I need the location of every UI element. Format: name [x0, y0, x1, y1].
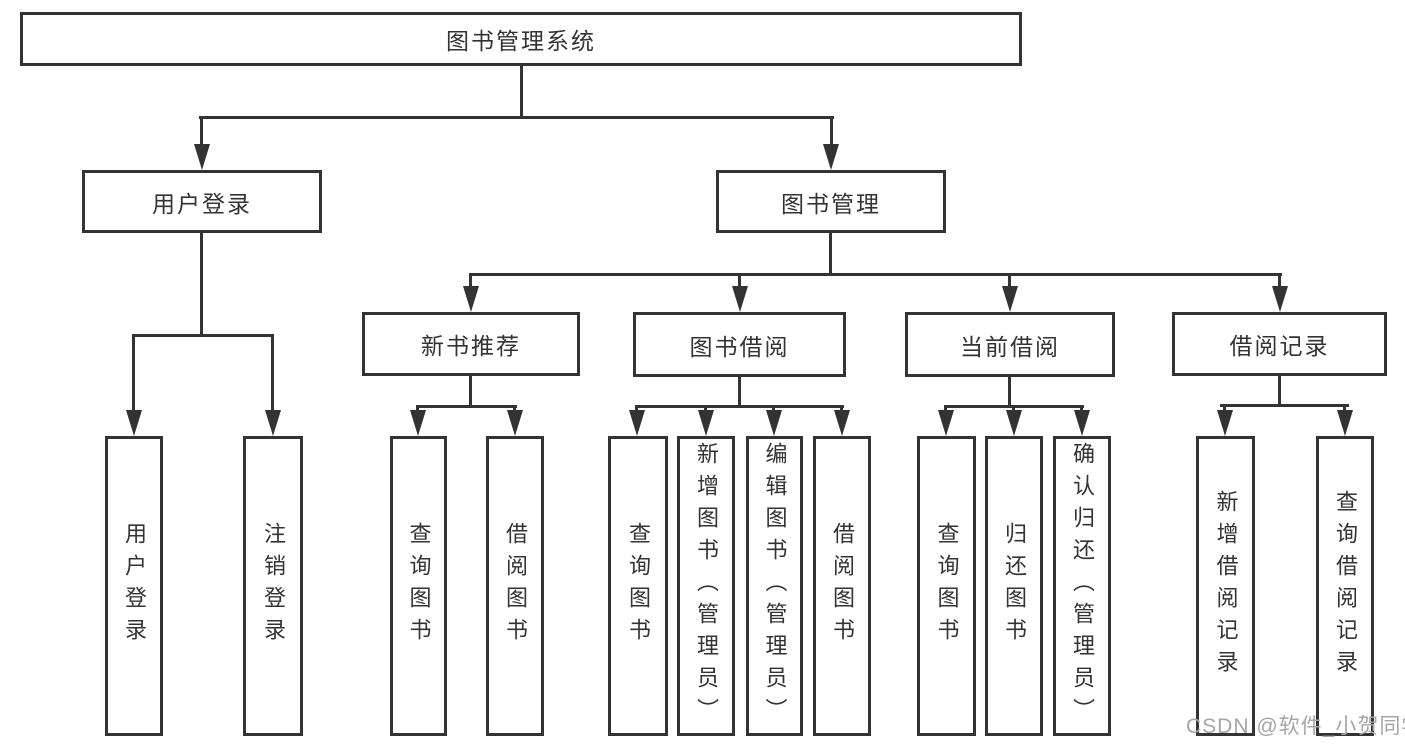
- node-book-borrowing-label: 图书借阅: [689, 333, 790, 360]
- leaf-borrow-books: 借阅图书: [813, 436, 871, 736]
- node-user-login-label: 用户登录: [152, 190, 252, 217]
- leaf-search-books-current: 查询图书: [917, 436, 976, 736]
- arrow-down-icon: [823, 144, 839, 170]
- leaf-edit-books-admin-label: 编辑图书（管理员）: [762, 442, 788, 730]
- connector-borrowing-records-stub: [1278, 376, 1281, 407]
- leaf-confirm-return-admin-label: 确认归还（管理员）: [1070, 442, 1095, 730]
- arrow-down-icon: [938, 410, 954, 436]
- node-current-borrowing-label: 当前借阅: [960, 333, 1060, 360]
- connector-shaft: [704, 405, 707, 412]
- arrow-down-icon: [732, 286, 748, 312]
- connector-shaft: [830, 116, 833, 148]
- node-borrowing-records-label: 借阅记录: [1229, 333, 1330, 359]
- leaf-user-login-label: 用户登录: [122, 522, 147, 650]
- node-book-borrowing: 图书借阅: [633, 312, 846, 377]
- leaf-search-borrow-record: 查询借阅记录: [1316, 436, 1374, 736]
- connector-shaft: [840, 405, 843, 412]
- arrow-down-icon: [194, 144, 210, 170]
- connector-shaft: [1278, 273, 1281, 289]
- connector-user-login-stub: [200, 233, 203, 336]
- connector-new-book-stub: [469, 376, 472, 408]
- connector-book-borrowing-rail: [635, 405, 844, 408]
- connector-shaft: [1343, 404, 1346, 412]
- connector-shaft: [132, 334, 135, 412]
- arrow-down-icon: [126, 410, 142, 436]
- arrow-down-icon: [698, 410, 714, 436]
- leaf-add-books-admin: 新增图书（管理员）: [677, 436, 735, 736]
- leaf-return-books: 归还图书: [985, 436, 1043, 736]
- leaf-logout-label: 注销登录: [261, 522, 286, 650]
- leaf-search-books-recommend: 查询图书: [390, 436, 447, 736]
- arrow-down-icon: [1217, 410, 1233, 436]
- leaf-borrow-books-recommend-label: 借阅图书: [503, 522, 528, 650]
- leaf-confirm-return-admin: 确认归还（管理员）: [1053, 436, 1111, 736]
- connector-shaft: [1008, 273, 1011, 289]
- leaf-search-books-current-label: 查询图书: [934, 522, 960, 650]
- connector-shaft: [635, 405, 638, 412]
- leaf-add-borrow-record: 新增借阅记录: [1196, 436, 1255, 736]
- arrow-down-icon: [507, 410, 523, 436]
- arrow-down-icon: [1337, 410, 1353, 436]
- connector-shaft: [944, 405, 947, 412]
- connector-shaft: [200, 116, 203, 148]
- leaf-return-books-label: 归还图书: [1002, 522, 1027, 650]
- arrow-down-icon: [834, 410, 850, 436]
- connector-book-management-stub: [829, 233, 832, 276]
- leaf-search-books-recommend-label: 查询图书: [406, 522, 432, 650]
- connector-shaft: [271, 334, 274, 412]
- arrow-down-icon: [629, 410, 645, 436]
- connector-borrowing-records-rail: [1220, 404, 1349, 407]
- leaf-edit-books-admin: 编辑图书（管理员）: [746, 436, 803, 736]
- arrow-down-icon: [1074, 410, 1090, 436]
- arrow-down-icon: [766, 410, 782, 436]
- connector-shaft: [513, 405, 516, 412]
- leaf-borrow-books-recommend: 借阅图书: [486, 436, 544, 736]
- leaf-search-books-borrowing-label: 查询图书: [626, 522, 651, 650]
- node-root-label: 图书管理系统: [446, 28, 596, 54]
- arrow-down-icon: [265, 410, 281, 436]
- connector-new-book-rail: [416, 405, 517, 408]
- node-user-login: 用户登录: [82, 170, 322, 233]
- arrow-down-icon: [410, 410, 426, 436]
- leaf-search-borrow-record-label: 查询借阅记录: [1333, 490, 1358, 682]
- leaf-add-books-admin-label: 新增图书（管理员）: [694, 442, 719, 730]
- node-book-management-label: 图书管理: [781, 190, 881, 217]
- connector-user-login-rail: [132, 334, 274, 337]
- arrow-down-icon: [1006, 410, 1022, 436]
- watermark: CSDN @软件_小贺同学: [1186, 715, 1405, 738]
- node-root: 图书管理系统: [20, 12, 1022, 66]
- leaf-user-login: 用户登录: [105, 436, 163, 736]
- node-borrowing-records: 借阅记录: [1172, 312, 1387, 376]
- leaf-logout: 注销登录: [243, 436, 303, 736]
- node-current-borrowing: 当前借阅: [905, 312, 1115, 377]
- leaf-borrow-books-label: 借阅图书: [830, 522, 855, 650]
- arrow-down-icon: [1002, 286, 1018, 312]
- leaf-add-borrow-record-label: 新增借阅记录: [1213, 490, 1239, 682]
- connector-root-rail: [199, 116, 834, 119]
- connector-shaft: [738, 273, 741, 289]
- node-new-book-recommendation-label: 新书推荐: [421, 333, 521, 359]
- connector-root-stub: [520, 64, 523, 118]
- node-book-management: 图书管理: [716, 170, 946, 233]
- leaf-search-books-borrowing: 查询图书: [608, 436, 668, 736]
- connector-shaft: [416, 405, 419, 412]
- connector-shaft: [1012, 405, 1015, 412]
- connector-shaft: [469, 273, 472, 289]
- connector-shaft: [1223, 404, 1226, 412]
- arrow-down-icon: [463, 286, 479, 312]
- connector-book-borrowing-stub: [738, 377, 741, 408]
- connector-shaft: [1080, 405, 1083, 412]
- arrow-down-icon: [1272, 286, 1288, 312]
- connector-book-management-rail: [469, 273, 1282, 276]
- connector-shaft: [772, 405, 775, 412]
- connector-current-borrowing-stub: [1008, 377, 1011, 408]
- node-new-book-recommendation: 新书推荐: [362, 312, 580, 376]
